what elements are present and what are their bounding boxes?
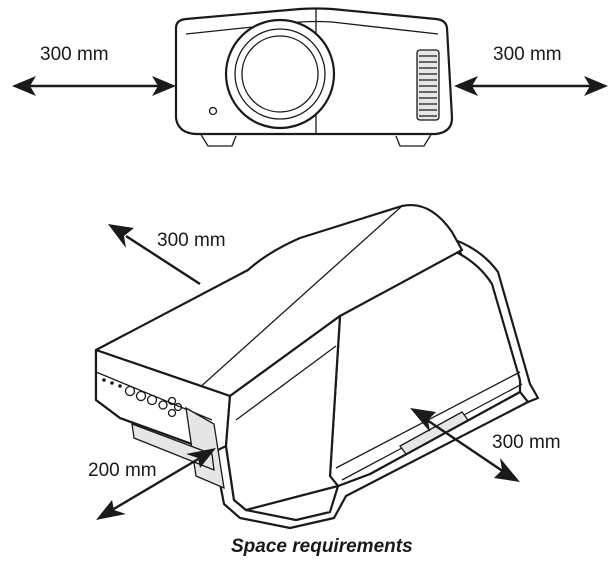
front-right-clearance-label: 300 mm [493, 44, 562, 65]
front-left-clearance-arrow [12, 76, 176, 96]
projector-perspective-view [94, 203, 540, 530]
side-clearance-label: 300 mm [492, 432, 561, 453]
front-clearance-arrow [96, 448, 216, 520]
projector-front-view [174, 7, 454, 147]
front-left-clearance-label: 300 mm [40, 44, 109, 65]
vent-grille [416, 49, 440, 121]
front-right-clearance-arrow [454, 76, 608, 96]
top-clearance-arrow [108, 224, 201, 286]
top-clearance-label: 300 mm [157, 230, 226, 251]
side-clearance-arrow [410, 408, 520, 482]
front-clearance-label: 200 mm [88, 460, 157, 481]
control-panel-buttons [102, 378, 183, 418]
figure-caption: Space requirements [231, 536, 413, 557]
